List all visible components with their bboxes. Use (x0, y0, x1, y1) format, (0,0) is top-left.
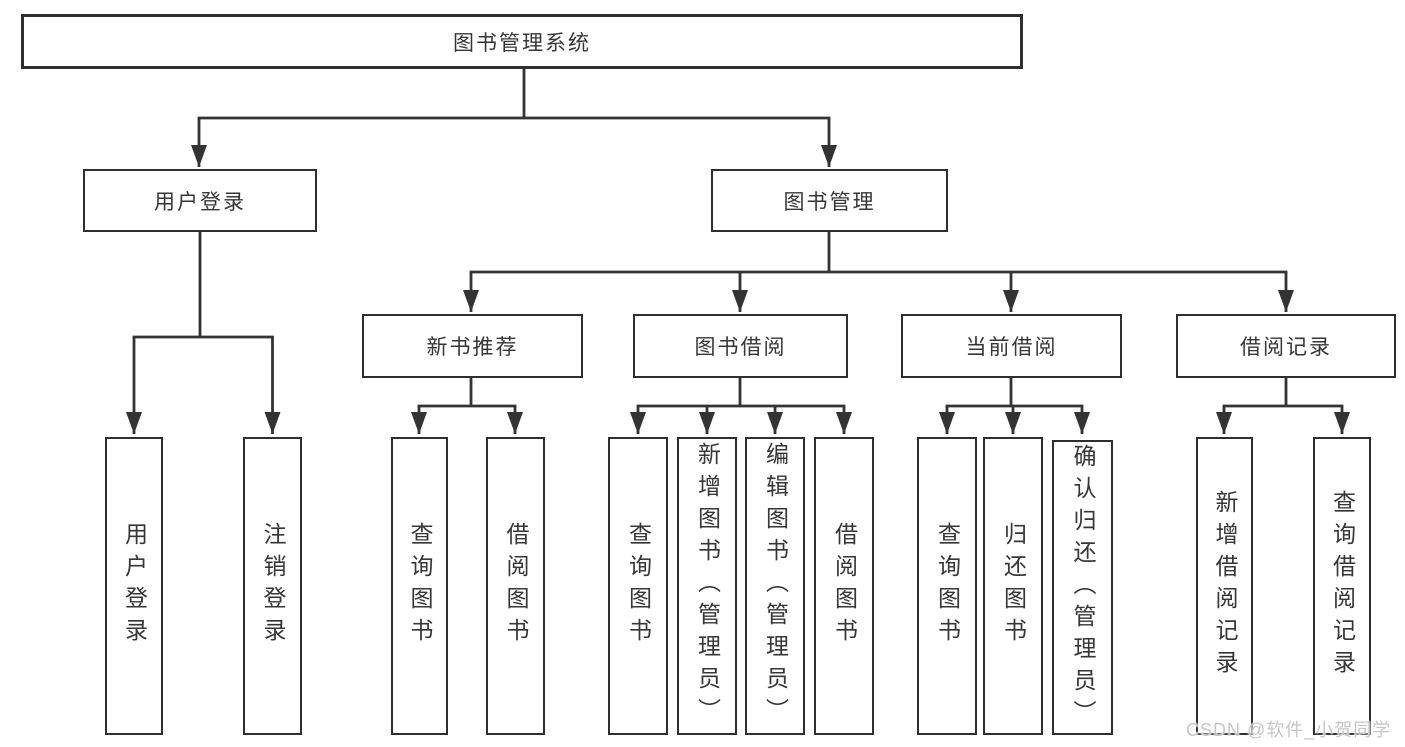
book-management-branch-wires (463, 232, 1294, 312)
leaf-confirm-return-admin: 确认归还（管理员） (1052, 440, 1113, 735)
node-user-login: 用户登录 (83, 169, 317, 232)
leaf-borrow-books: 借阅图书 (814, 437, 874, 735)
csdn-watermark: CSDN @软件_小贺同学 (1186, 720, 1392, 740)
leaf-add-borrow-record: 新增借阅记录 (1196, 437, 1253, 735)
leaf-borrow-books: 借阅图书 (486, 437, 545, 735)
node-book-management: 图书管理 (711, 169, 948, 232)
root-branch-wires (191, 69, 837, 167)
node-book-borrowing: 图书借阅 (633, 314, 848, 378)
leaf-edit-book-admin: 编辑图书（管理员） (745, 437, 805, 735)
leaf-query-books: 查询图书 (608, 437, 668, 735)
node-current-borrowing: 当前借阅 (901, 314, 1122, 378)
leaf-user-login: 用户登录 (105, 437, 163, 735)
node-new-book-recommendation: 新书推荐 (362, 314, 583, 378)
leaf-query-books: 查询图书 (917, 437, 977, 735)
leaf-logout: 注销登录 (243, 437, 302, 735)
leaf-query-borrow-record: 查询借阅记录 (1313, 437, 1371, 735)
leaf-query-books: 查询图书 (391, 437, 448, 735)
node-library-system: 图书管理系统 (21, 14, 1023, 69)
node-borrowing-records: 借阅记录 (1176, 314, 1396, 378)
user-login-branch-wires (126, 232, 281, 434)
leaf-add-book-admin: 新增图书（管理员） (677, 437, 737, 735)
leaf-return-books: 归还图书 (983, 437, 1043, 735)
level3-leaf-wires (411, 378, 1350, 434)
